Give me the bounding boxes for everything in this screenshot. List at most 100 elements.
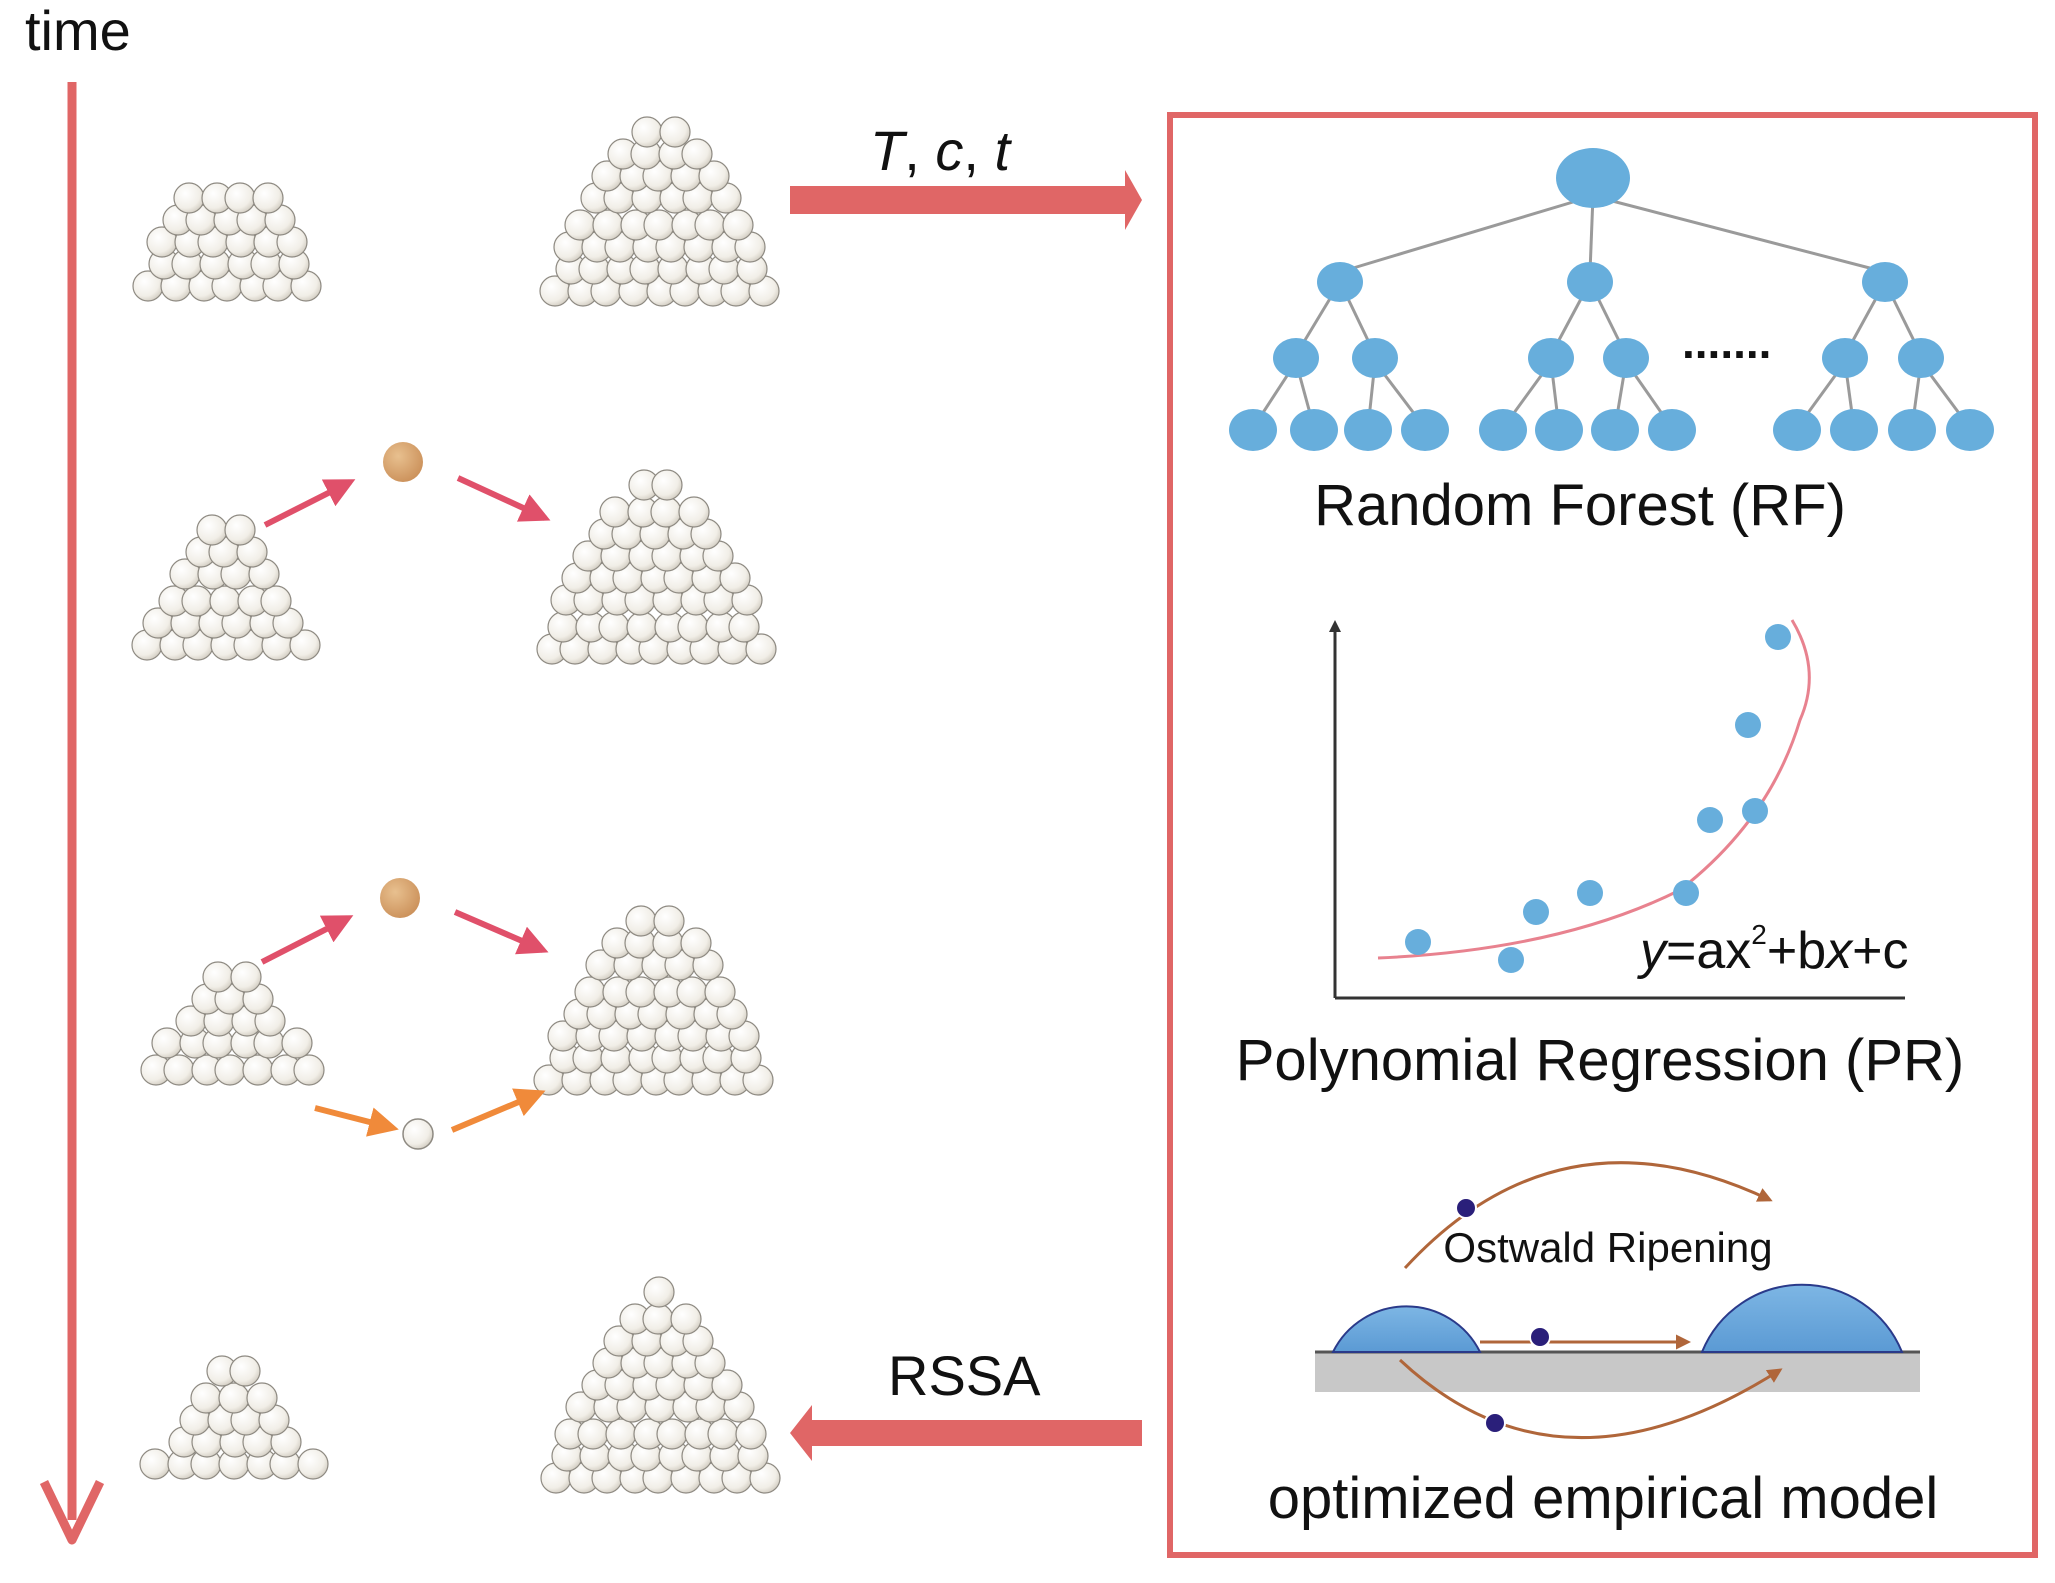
tree-node [1352,338,1398,378]
pr-equation: y=ax2+bx+c [1637,919,1909,980]
output-arrow [790,1405,1142,1461]
atom [230,961,262,993]
atom [196,514,228,546]
atom [651,469,683,501]
attach-arrow-secondary [450,1088,546,1133]
atom [281,1027,313,1059]
atom [224,182,256,214]
data-point [1405,929,1431,955]
tree-node [1317,262,1363,302]
atom [643,209,675,241]
atom [722,209,754,241]
detach-arrow [263,479,356,528]
atom [704,976,736,1008]
atom [151,1027,183,1059]
atom [293,1054,325,1086]
atom [599,496,631,528]
var-separator: , [904,119,935,182]
small-atom [402,1118,434,1150]
atom [625,976,657,1008]
data-point [1673,880,1699,906]
atom [643,1276,675,1308]
atom [181,585,213,617]
cluster-stage-1-small [132,182,322,302]
tree-leaf-node [1344,409,1392,451]
cluster-stage-2-small [131,514,321,661]
tree-node [1567,262,1613,302]
atom [218,1382,250,1414]
atom [626,611,658,643]
atom [297,1448,329,1480]
oem-title: optimized empirical model [1268,1466,1938,1531]
cluster-stage-4-large [540,1276,781,1494]
concentration-var: c [935,119,963,182]
atom [173,182,205,214]
input-arrow [790,170,1142,230]
atom [735,1418,767,1450]
time-axis-label: time [25,0,131,62]
atom [719,562,751,594]
fit-curve [1377,619,1811,960]
tree-node [1898,338,1944,378]
substrate [1315,1352,1920,1392]
tree-leaf-node [1401,409,1449,451]
cluster-stage-3-small [140,961,325,1086]
polynomial-regression-plot [1329,619,1905,1000]
detach-arrow-secondary [314,1105,399,1137]
monomer-atom [380,878,420,918]
atom [678,496,710,528]
atom [670,1303,702,1335]
data-points [1405,624,1791,973]
cluster-stage-1-large [539,116,780,307]
atom [547,611,579,643]
tree-edge [1588,195,1595,273]
atom [625,905,657,937]
atom [650,496,682,528]
atom [698,160,730,192]
adatom-upper [1455,1197,1477,1219]
tree-node [1528,338,1574,378]
atom [252,182,284,214]
tree-leaf-node [1648,409,1696,451]
tree-leaf-node [1773,409,1821,451]
atom [163,1054,195,1086]
attach-arrow [456,475,551,522]
y-axis-arrowhead [1329,620,1341,632]
small-droplet [1331,1305,1482,1353]
atom [202,961,234,993]
tree-leaf-node [1946,409,1994,451]
time-axis-arrow [39,82,105,1545]
atom [711,1369,743,1401]
atom [289,629,321,661]
random-forest-diagram [1229,148,1994,451]
atom [656,1418,688,1450]
data-point [1523,899,1549,925]
atom [246,1382,278,1414]
atom [653,905,685,937]
monomer-transfer-stage-2 [263,442,551,528]
tree-leaf-node [1290,409,1338,451]
pr-title: Polynomial Regression (PR) [1236,1028,1964,1093]
tree-leaf-node [1888,409,1936,451]
atom [694,209,726,241]
atom [577,1418,609,1450]
nanoparticle-clusters [131,116,781,1494]
atom [242,1054,274,1086]
tree-leaf-node [1535,409,1583,451]
adatom-middle [1529,1326,1551,1348]
atom [574,976,606,1008]
tree-leaf-node [1591,409,1639,451]
data-point [1765,624,1791,650]
data-point [1735,712,1761,738]
data-point [1742,798,1768,824]
tree-leaf-node [1830,409,1878,451]
atom [605,1418,637,1450]
atom [676,976,708,1008]
detach-arrow [260,915,354,965]
attach-arrow [453,909,549,955]
tree-leaf-node [1479,409,1527,451]
adatom-lower [1484,1412,1506,1434]
data-point [1577,880,1603,906]
atom [642,1303,674,1335]
